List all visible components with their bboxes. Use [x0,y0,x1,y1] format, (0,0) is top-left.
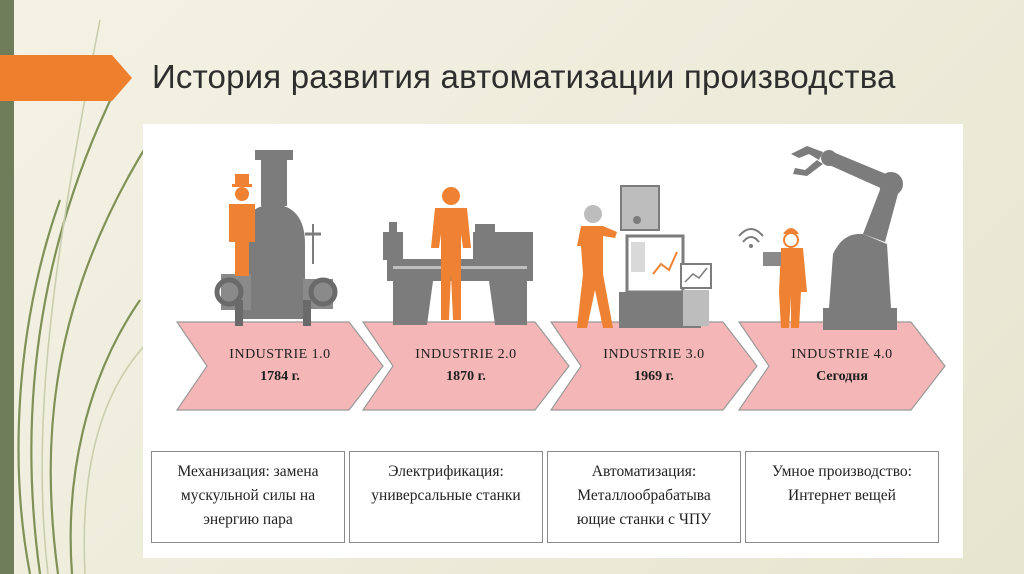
cnc-machine-icon [619,185,712,328]
stage-1-label: INDUSTRIE 1.0 1784 г. [190,344,370,388]
stage-1-name: INDUSTRIE 1.0 [229,347,331,362]
stage-4-period: Сегодня [816,369,868,384]
stage-3-name: INDUSTRIE 3.0 [603,347,705,362]
page-title: История развития автоматизации производс… [152,58,896,95]
stage-1-description: Механизация: замена мускульной силы на э… [151,451,345,543]
worker-figure-3 [577,205,617,328]
timeline-illustration [175,146,946,411]
industry-timeline-figure: INDUSTRIE 1.0 1784 г. INDUSTRIE 2.0 1870… [143,124,963,558]
steam-engine-icon [214,150,338,326]
stage-4-label: INDUSTRIE 4.0 Сегодня [752,344,932,388]
stage-4-name: INDUSTRIE 4.0 [791,347,893,362]
stage-3-description: Автоматизация: Металлообрабатыва ющие ст… [547,451,741,543]
wifi-icon [738,228,764,248]
side-bar [0,0,14,574]
title-accent-arrow [0,55,132,101]
stage-3-label: INDUSTRIE 3.0 1969 г. [564,344,744,388]
stage-2-name: INDUSTRIE 2.0 [415,347,517,362]
decorative-grass-lines [17,19,151,574]
arrow-industrie-2 [361,321,570,411]
worker-figure-4 [763,228,807,328]
stage-1-period: 1784 г. [260,369,300,384]
worker-figure-2 [431,187,471,320]
stage-4-description: Умное производство: Интернет вещей [745,451,939,543]
arrow-industrie-3 [549,321,758,411]
timeline-arrows [175,321,946,411]
stage-3-period: 1969 г. [634,369,674,384]
stage-2-label: INDUSTRIE 2.0 1870 г. [376,344,556,388]
stage-2-description: Электрификация: универсальные станки [349,451,543,543]
worker-figure-1 [229,174,255,276]
robot-arm-icon [791,146,903,330]
arrow-industrie-1 [175,321,384,411]
stage-2-period: 1870 г. [446,369,486,384]
arrow-industrie-4 [737,321,946,411]
